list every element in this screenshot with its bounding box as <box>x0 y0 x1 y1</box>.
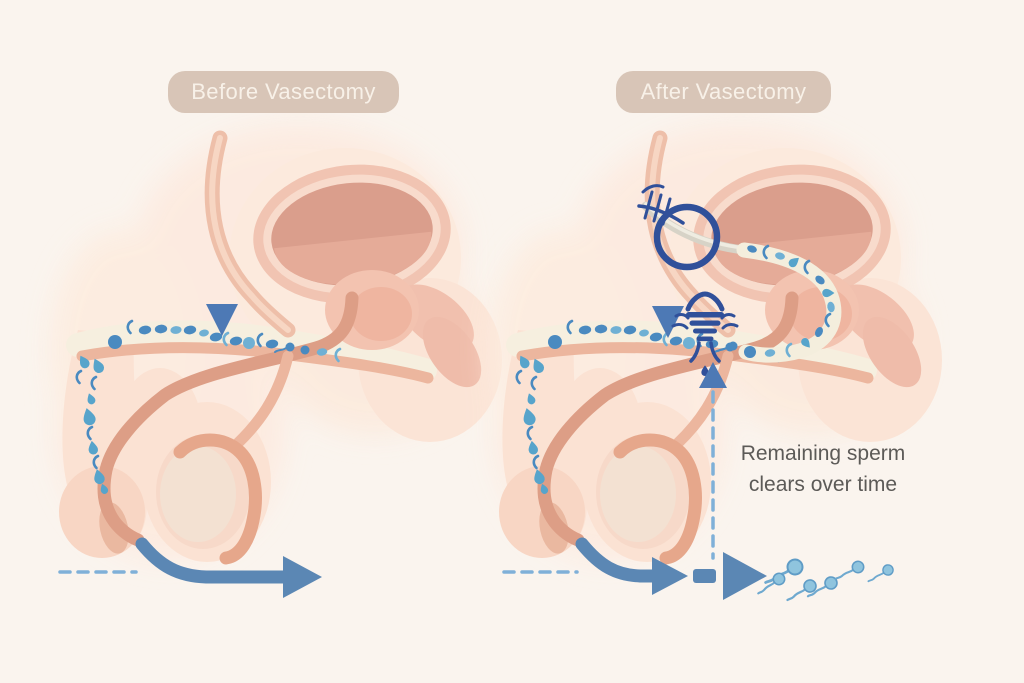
sperm-cell-icon <box>865 563 896 583</box>
annotation-line1: Remaining sperm <box>740 442 906 465</box>
dashed-timeline <box>699 362 727 560</box>
flow-arrow-icon <box>135 537 322 598</box>
flow-arrow-icon <box>575 537 767 600</box>
sperm-icon <box>744 346 756 358</box>
cleared-sperm-cluster <box>753 557 896 602</box>
before-vasectomy-label: Before Vasectomy <box>168 71 399 113</box>
suture-tie-icon <box>637 184 685 226</box>
flow-arrowhead-2 <box>723 552 767 600</box>
up-arrow-icon <box>699 362 727 388</box>
vasectomy-circle-icon <box>653 203 721 271</box>
annotation-line2: clears over time <box>748 473 898 496</box>
after-panel-illustration <box>490 125 942 602</box>
sperm-cell-icon <box>783 577 819 602</box>
sperm-cell-icon <box>832 559 866 580</box>
after-vasectomy-label: After Vasectomy <box>616 71 831 113</box>
down-triangle-marker <box>652 306 684 338</box>
tied-vas-knot-icon <box>671 291 739 377</box>
before-panel-illustration <box>50 125 502 598</box>
residual-sperm-trail <box>717 244 836 358</box>
clearance-annotation: Remaining sperm clears over time <box>712 438 934 500</box>
down-triangle-marker <box>206 304 238 336</box>
